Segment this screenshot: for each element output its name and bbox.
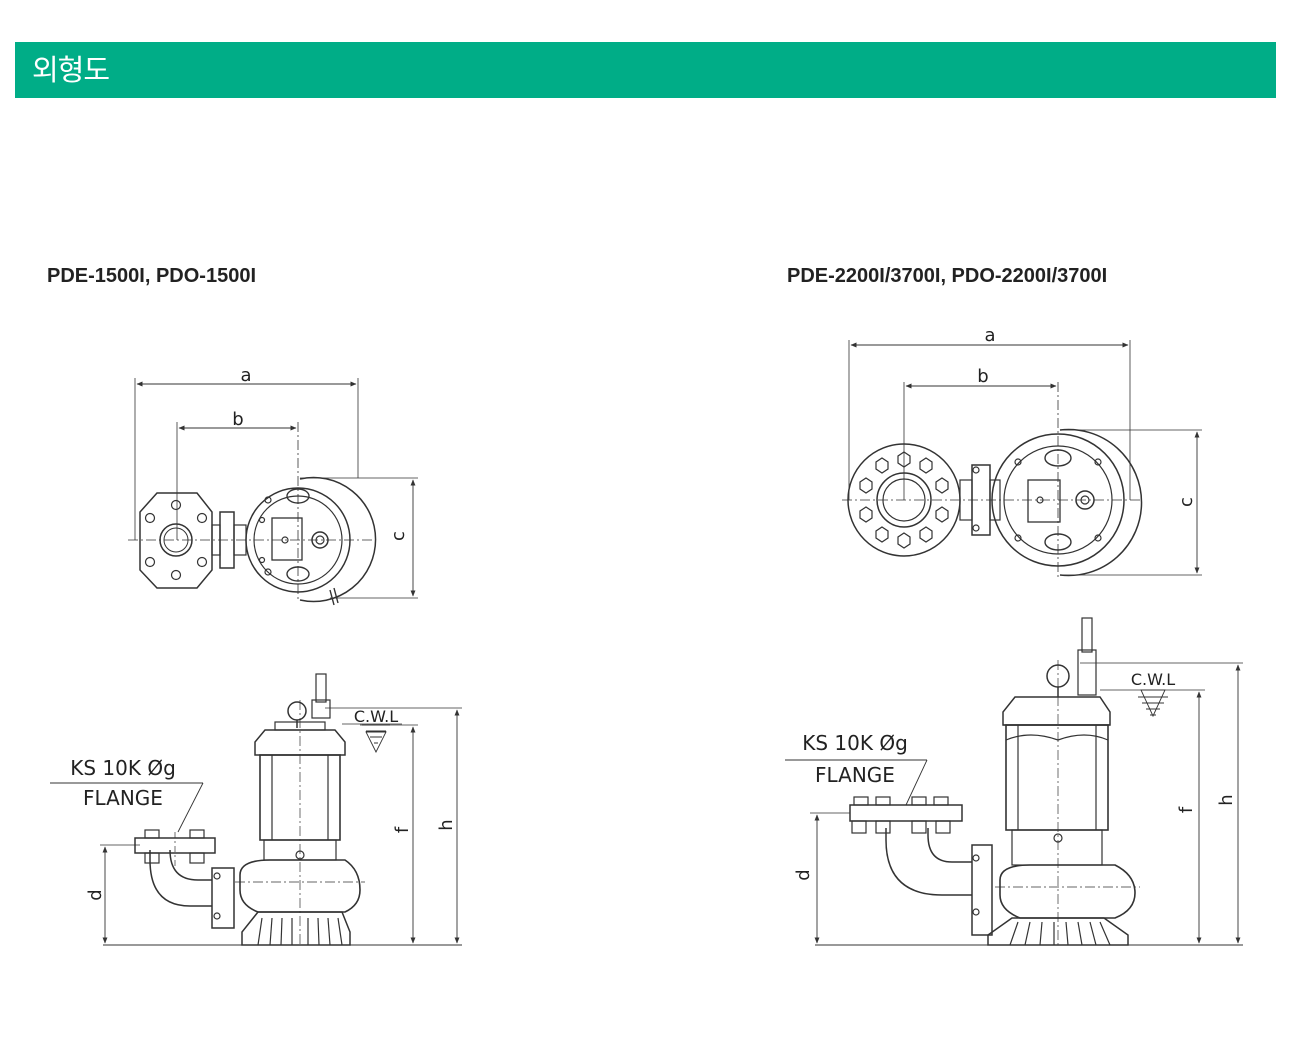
right-side-view (785, 617, 1243, 946)
section-title: 외형도 (32, 53, 110, 87)
right-dim-f: f (1176, 806, 1197, 813)
right-top-view (842, 340, 1202, 580)
right-dim-d: d (793, 869, 814, 880)
right-dim-b: b (977, 366, 988, 387)
left-dim-f: f (392, 826, 413, 833)
left-dim-b: b (232, 409, 243, 430)
left-dim-c: c (388, 531, 409, 541)
model-title-right: PDE-2200I/3700I, PDO-2200I/3700I (787, 265, 1108, 287)
right-dim-h: h (1216, 794, 1237, 805)
right-flange-label: FLANGE (815, 763, 895, 787)
right-flange-spec: KS 10K Øg (802, 731, 908, 755)
left-flange-label: FLANGE (83, 786, 163, 810)
left-flange-spec: KS 10K Øg (70, 756, 176, 780)
left-dim-h: h (436, 819, 457, 830)
left-dim-a: a (240, 365, 251, 386)
right-dim-c: c (1176, 497, 1197, 507)
left-top-view (128, 378, 418, 606)
right-cwl-label: C.W.L (1131, 670, 1175, 689)
model-title-left: PDE-1500I, PDO-1500I (47, 265, 256, 287)
left-side-view (50, 673, 462, 946)
section-header-bar: 외형도 (15, 42, 1276, 98)
right-dim-a: a (984, 325, 995, 346)
left-dim-d: d (85, 889, 106, 900)
left-cwl-label: C.W.L (354, 707, 398, 726)
